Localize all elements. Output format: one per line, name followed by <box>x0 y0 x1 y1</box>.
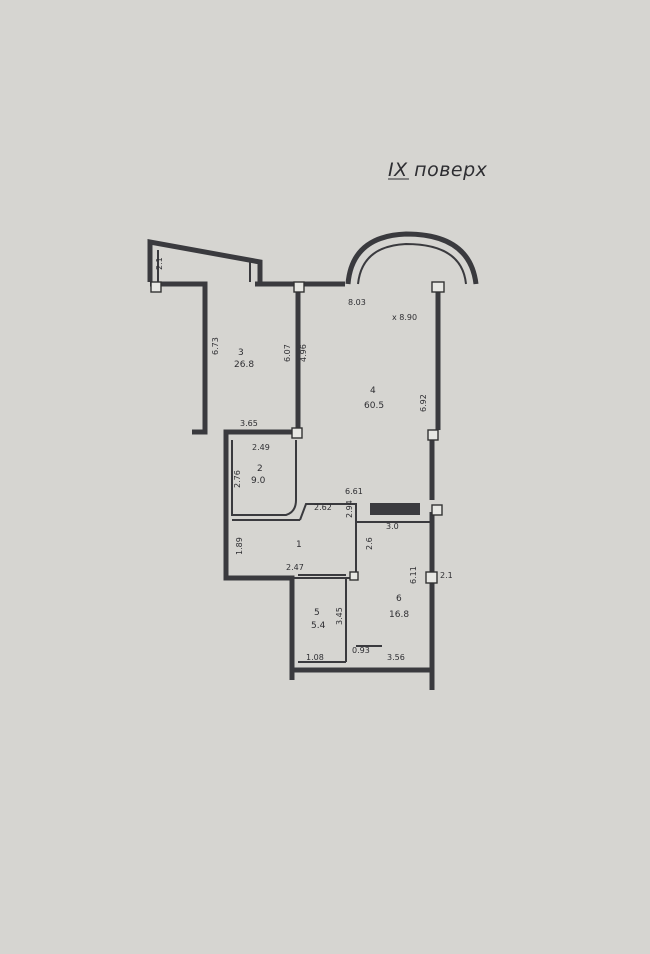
dim-label: 6.92 <box>419 394 428 412</box>
column <box>425 571 438 584</box>
room-number: 1 <box>296 540 302 550</box>
column <box>293 281 305 293</box>
dim-label: 0.93 <box>352 646 370 655</box>
room-1: 6.61 2.62 1 1.89 2.94 2.47 2.6 <box>235 487 374 572</box>
arched-bay-inner <box>357 242 467 285</box>
dim-label: 2.47 <box>286 563 304 572</box>
dim-label: 2.6 <box>365 537 374 550</box>
dim-label: 2.1 <box>155 257 164 270</box>
column <box>150 281 162 293</box>
dim-label: 1.08 <box>306 653 324 662</box>
dim-label: 2.49 <box>252 443 270 452</box>
dim-label: 4.96 <box>299 344 308 362</box>
wall <box>223 429 295 670</box>
room-area: 9.0 <box>251 476 266 486</box>
dim-label: 2.94 <box>345 500 354 518</box>
dim-label: 8.03 <box>348 298 366 307</box>
wall <box>289 667 432 680</box>
room-number: 4 <box>370 386 376 396</box>
column <box>431 504 443 516</box>
arched-bay <box>345 231 479 285</box>
balcony-left: 2.1 <box>147 239 263 282</box>
floor-label: IX поверх <box>388 159 488 181</box>
room-number: 5 <box>314 608 320 618</box>
column <box>431 281 445 293</box>
room-number: 3 <box>238 348 244 358</box>
room-number: 2 <box>257 464 263 474</box>
room-area: 60.5 <box>364 401 384 411</box>
room-area: 5.4 <box>311 621 326 631</box>
room-4: 8.03 x 8.90 4 60.5 6.92 <box>348 298 428 412</box>
dim-label: 2.1 <box>440 571 453 580</box>
dim-label: 6.11 <box>409 566 418 584</box>
dim-label: 3.0 <box>386 522 399 531</box>
room-number: 6 <box>396 594 402 604</box>
room-area: 16.8 <box>389 610 409 620</box>
column <box>427 429 439 441</box>
exterior-walls <box>150 281 441 690</box>
balcony-left-outline <box>147 239 263 282</box>
shaft-block <box>370 503 420 515</box>
dim-label: 3.45 <box>335 607 344 625</box>
inner-wall-corridor <box>292 503 357 579</box>
column <box>349 571 359 581</box>
structural-columns <box>150 281 445 584</box>
column <box>291 427 303 439</box>
dim-label: 3.56 <box>387 653 405 662</box>
room-2: 2.49 2 9.0 2.76 <box>233 443 270 488</box>
room-6: 3.0 6.11 6 16.8 2.1 <box>386 522 453 620</box>
dim-label: 6.61 <box>345 487 363 496</box>
wall <box>150 281 208 435</box>
bottom-dimensions: 1.08 0.93 3.56 <box>306 646 405 662</box>
dim-label: 2.76 <box>233 470 242 488</box>
dim-label: 2.62 <box>314 503 332 512</box>
inner-wall-room-2 <box>231 440 297 516</box>
arched-bay-outer <box>345 231 479 285</box>
dim-label: 6.73 <box>211 337 220 355</box>
dim-label: x 8.90 <box>392 313 417 322</box>
dim-label: 3.65 <box>240 419 258 428</box>
floor-heading: IX поверх <box>388 159 488 181</box>
room-3: 3 26.8 6.73 6.07 4.96 3.65 <box>211 337 308 428</box>
room-5: 5 5.4 3.45 <box>311 607 344 631</box>
room-area: 26.8 <box>234 360 254 370</box>
dim-label: 6.07 <box>283 344 292 362</box>
dim-label: 1.89 <box>235 537 244 555</box>
interior-walls <box>231 440 432 663</box>
